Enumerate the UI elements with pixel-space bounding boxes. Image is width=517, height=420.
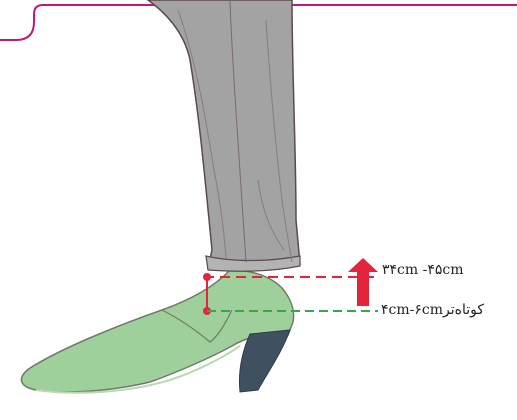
trouser-leg [148, 0, 300, 268]
upper-measure-label: ۳۴cm -۴۵cm [382, 262, 464, 278]
lower-measure-label: ۴cm-۶cmکوتاه‌تر [381, 302, 484, 318]
up-arrow [348, 258, 378, 306]
guide-dot-upper [203, 273, 211, 281]
